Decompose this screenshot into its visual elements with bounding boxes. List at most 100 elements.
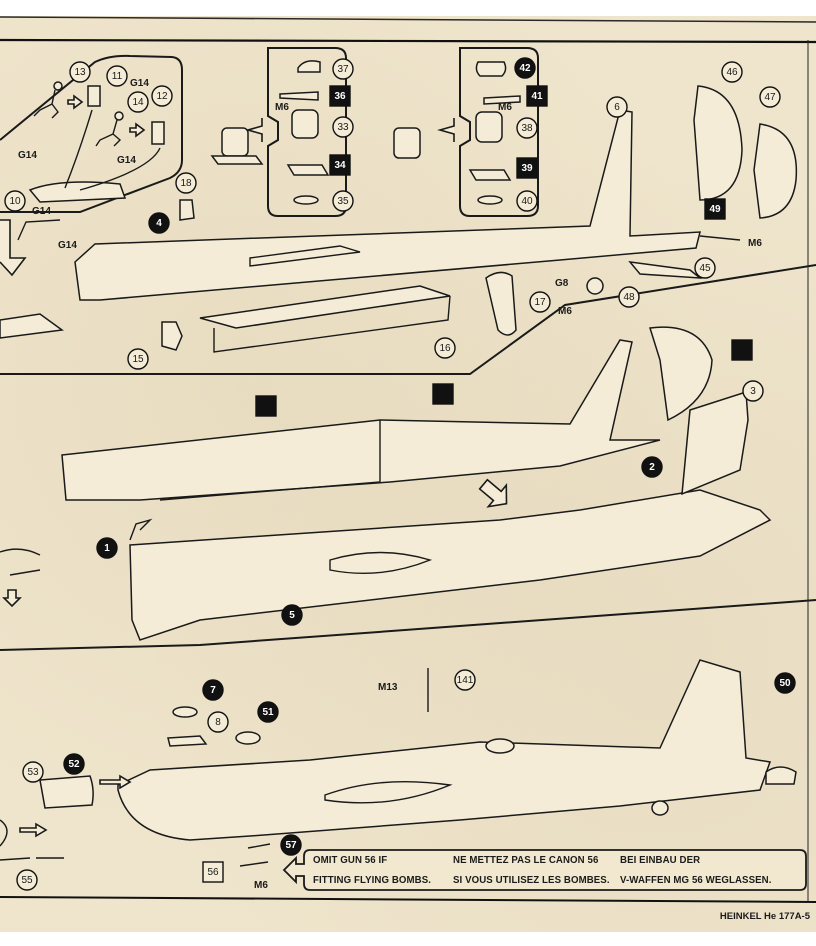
tail-cone-assembly (649, 326, 713, 422)
part-callout-8: 8 (207, 711, 229, 733)
tail-cone-46 (693, 85, 743, 201)
part-callout-35: 35 (332, 190, 354, 212)
arrow-right-icon (67, 94, 84, 110)
floor-line (159, 420, 381, 501)
part-callout-45: 45 (694, 257, 716, 279)
sprue-label: M6 (254, 880, 268, 891)
sprue-label: M6 (558, 306, 572, 317)
part-callout-12: 12 (151, 85, 173, 107)
turret-dome-37 (297, 60, 321, 73)
turret-ring-33 (291, 109, 319, 139)
sprue-label: G14 (58, 240, 77, 251)
seat-12 (151, 121, 165, 145)
note-french-line2: SI VOUS UTILISEZ LES BOMBES. (453, 874, 610, 886)
footer-model-title: HEINKEL He 177A-5 (719, 911, 810, 922)
note-english-line2: FITTING FLYING BOMBS. (313, 874, 432, 886)
sprue-label: M6 (498, 102, 512, 113)
part-callout-15: 15 (127, 348, 149, 370)
part-number-label: 34 (334, 160, 346, 171)
part-number-label: 33 (337, 122, 349, 133)
part-number-label: 10 (9, 196, 21, 207)
placement-arrow (64, 109, 161, 191)
part-number-label: 1 (104, 543, 110, 554)
part-number-label: 39 (521, 163, 533, 174)
crew-inset-panel (0, 54, 183, 213)
fuselage-complete (117, 659, 772, 841)
part-number-label: 56 (207, 867, 219, 878)
dome-8 (167, 735, 208, 747)
part-callout-2: 2 (641, 456, 663, 478)
bulkhead-17 (485, 271, 517, 336)
part-callout-3: 3 (742, 380, 764, 402)
step-divider-2 (0, 599, 816, 651)
tail-wheel (651, 800, 669, 816)
part-number-label: 14 (132, 97, 144, 108)
part-callout-4: 4 (148, 212, 170, 234)
crew-figure-14 (95, 111, 124, 147)
part-callout-41: 41 (526, 85, 548, 107)
arrow-right-icon (99, 774, 132, 790)
gun-56 (239, 843, 271, 867)
bomb-bay-window (329, 551, 433, 575)
part-callout-10: 10 (4, 190, 26, 212)
part-callout-50: 50 (774, 672, 796, 694)
blank-part-callout (255, 395, 277, 417)
part-number-label: 36 (334, 91, 346, 102)
part-callout-33: 33 (332, 116, 354, 138)
nose-crew (0, 548, 41, 576)
part-number-label: 37 (337, 64, 349, 75)
nose-floor (0, 313, 64, 339)
part-callout-17: 17 (529, 291, 551, 313)
note-german-line1: BEI EINBAU DER (620, 854, 701, 866)
part-callout-57: 57 (280, 834, 302, 856)
turret-assembly (221, 127, 249, 157)
part-number-label: 16 (439, 343, 451, 354)
note-callout-box (282, 849, 807, 891)
sprue-label: M6 (748, 238, 762, 249)
dorsal-turret (485, 738, 515, 754)
sprue-label: G14 (117, 155, 136, 166)
arrow-left-icon (245, 118, 263, 142)
arrow-left-icon (437, 118, 455, 142)
bomb-bay-outline (249, 245, 361, 267)
panel-border-bottom (0, 896, 816, 903)
seat-18 (179, 199, 195, 221)
part-callout-1: 1 (96, 537, 118, 559)
part-number-label: 141 (457, 675, 474, 686)
part-number-label: 35 (337, 196, 349, 207)
part-number-label: 5 (289, 610, 295, 621)
part-callout-48: 48 (618, 286, 640, 308)
part-callout-47: 47 (759, 86, 781, 108)
part-number-label: 55 (21, 875, 33, 886)
turret-base-39 (468, 169, 512, 181)
part-callout-39: 39 (516, 157, 538, 179)
part-number-label: 50 (779, 678, 791, 689)
step-divider-1 (0, 264, 816, 375)
fuselage-other-half (129, 489, 772, 641)
note-french-line1: NE METTEZ PAS LE CANON 56 (453, 854, 599, 866)
part-callout-34: 34 (329, 154, 351, 176)
part-number-label: 49 (709, 204, 721, 215)
part-callout-46: 46 (721, 61, 743, 83)
turret-base (210, 155, 264, 165)
gun-41 (483, 95, 521, 105)
down-arrow-icon (2, 589, 22, 608)
turret-dome-42 (475, 61, 507, 77)
part-number-label: 8 (215, 717, 221, 728)
blank-part-callout (731, 339, 753, 361)
part-number-label: 42 (519, 63, 531, 74)
part-number-label: 15 (132, 354, 144, 365)
part-number-label: 12 (156, 91, 168, 102)
tail-cone-50 (765, 766, 797, 785)
floor-16 (199, 285, 451, 329)
part-callout-40: 40 (516, 190, 538, 212)
part-callout-55: 55 (16, 869, 38, 891)
tail-gunner-45 (628, 261, 703, 279)
turret-inset-panel-2 (459, 47, 539, 217)
part-callout-52: 52 (63, 753, 85, 775)
turret-disc-35 (293, 195, 319, 205)
part-number-label: 40 (521, 196, 533, 207)
part-number-label: 17 (534, 297, 546, 308)
part-callout-42: 42 (514, 57, 536, 79)
note-german-line2: V-WAFFEN MG 56 WEGLASSEN. (620, 874, 772, 886)
